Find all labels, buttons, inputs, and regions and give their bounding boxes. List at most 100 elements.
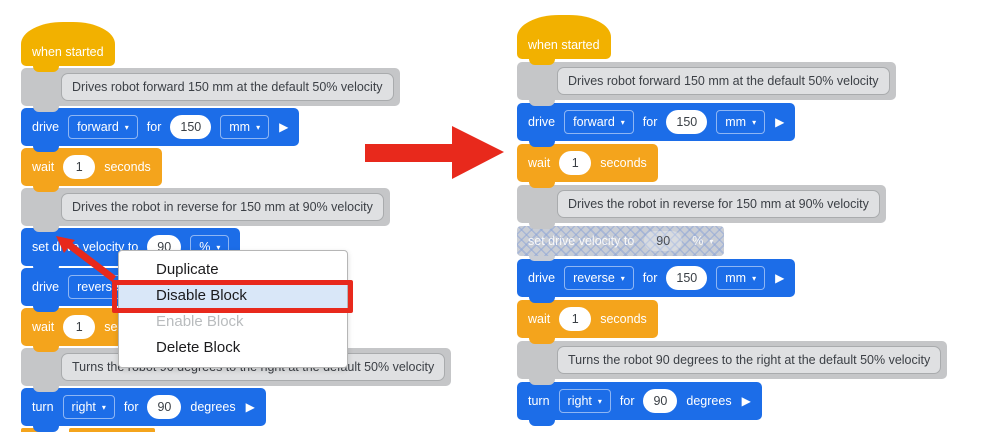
distance-input[interactable]: 150 [666, 110, 708, 134]
direction-dropdown[interactable]: reverse ▾ [564, 266, 634, 290]
block-label: for [619, 394, 635, 408]
menu-item-disable-block[interactable]: Disable Block [119, 283, 347, 309]
menu-item-enable-block: Enable Block [156, 313, 244, 330]
block-connector-tab [33, 106, 59, 112]
wait-block-1[interactable]: wait 1 seconds [21, 148, 162, 192]
block-label: drive [32, 280, 60, 294]
block-label: when started [528, 38, 600, 52]
block-label: degrees [686, 394, 732, 408]
comment-text: Drives the robot in reverse for 150 mm a… [568, 197, 869, 211]
block-connector-tab [529, 141, 555, 147]
when-started-block[interactable]: when started [21, 22, 115, 72]
comment-text: Turns the robot 90 degrees to the right … [568, 353, 931, 367]
block-label: wait [32, 320, 55, 334]
comment-text-box: Drives the robot in reverse for 150 mm a… [61, 193, 384, 221]
partial-block-edge [21, 428, 43, 432]
play-arrow-icon[interactable]: ▶ [775, 271, 785, 285]
script-before: when started Drives robot forward 150 mm… [21, 22, 452, 432]
drive-forward-block[interactable]: drive forward ▾ for 150 mm ▾ ▶ [517, 103, 796, 147]
duration-input[interactable]: 1 [63, 155, 96, 179]
menu-item-duplicate[interactable]: Duplicate [156, 261, 219, 278]
unit-dropdown-disabled: % ▾ [692, 234, 713, 248]
dropdown-arrow-icon: ▾ [620, 274, 625, 283]
angle-input[interactable]: 90 [147, 395, 182, 419]
block-connector-tab [33, 306, 59, 312]
dropdown-value: right [71, 400, 96, 414]
block-label: drive [528, 115, 556, 129]
when-started-block[interactable]: when started [517, 15, 611, 65]
block-label: wait [528, 156, 551, 170]
block-label: wait [528, 312, 551, 326]
block-label: seconds [104, 160, 151, 174]
block-connector-tab [33, 146, 59, 152]
direction-dropdown[interactable]: right ▾ [558, 389, 611, 413]
context-menu: Duplicate Disable Block Enable Block Del… [112, 250, 353, 368]
dropdown-value: % [692, 234, 704, 248]
block-connector-tab [33, 346, 59, 352]
set-drive-velocity-block-disabled[interactable]: set drive velocity to 90 % ▾ [517, 226, 724, 261]
block-connector-tab [33, 226, 59, 232]
distance-input[interactable]: 150 [666, 266, 708, 290]
block-connector-tab [529, 338, 555, 344]
partial-next-block[interactable] [21, 428, 155, 432]
drive-forward-block[interactable]: drive forward ▾ for 150 mm ▾ ▶ [21, 108, 300, 152]
script-after: when started Drives robot forward 150 mm… [517, 15, 948, 426]
duration-input[interactable]: 1 [559, 307, 592, 331]
block-label: set drive velocity to [528, 234, 635, 248]
unit-dropdown[interactable]: mm ▾ [716, 266, 766, 290]
direction-dropdown[interactable]: forward ▾ [68, 115, 138, 139]
block-connector-tab [33, 266, 59, 272]
play-arrow-icon[interactable]: ▶ [775, 115, 785, 129]
dropdown-arrow-icon: ▾ [752, 118, 757, 127]
block-label: for [642, 115, 658, 129]
unit-dropdown[interactable]: mm ▾ [716, 110, 766, 134]
dropdown-arrow-icon: ▾ [256, 123, 261, 132]
comment-text: Drives the robot in reverse for 150 mm a… [72, 200, 373, 214]
wait-block-1[interactable]: wait 1 seconds [517, 144, 658, 188]
comment-text-box: Drives robot forward 150 mm at the defau… [557, 67, 890, 95]
comment-text: Drives robot forward 150 mm at the defau… [72, 80, 383, 94]
duration-input[interactable]: 1 [559, 151, 592, 175]
block-connector-tab [33, 66, 59, 72]
block-label: for [642, 271, 658, 285]
turn-right-block[interactable]: turn right ▾ for 90 degrees ▶ [517, 382, 762, 426]
comment-block-forward[interactable]: Drives robot forward 150 mm at the defau… [21, 68, 400, 112]
block-connector-tab [33, 186, 59, 192]
menu-item-delete-block[interactable]: Delete Block [156, 339, 241, 356]
comment-text-box: Drives robot forward 150 mm at the defau… [61, 73, 394, 101]
drive-reverse-block[interactable]: drive reverse ▾ for 150 mm ▾ ▶ [517, 259, 796, 303]
block-label: seconds [600, 156, 647, 170]
direction-dropdown[interactable]: forward ▾ [564, 110, 634, 134]
turn-right-block[interactable]: turn right ▾ for 90 degrees ▶ [21, 388, 266, 432]
dropdown-arrow-icon: ▾ [216, 243, 221, 252]
dropdown-arrow-icon: ▾ [752, 274, 757, 283]
comment-block-turn[interactable]: Turns the robot 90 degrees to the right … [517, 341, 948, 385]
block-label: for [123, 400, 139, 414]
play-arrow-icon[interactable]: ▶ [279, 120, 289, 134]
wait-block-2[interactable]: wait 1 seconds [517, 300, 658, 344]
play-arrow-icon[interactable]: ▶ [245, 400, 255, 414]
angle-input[interactable]: 90 [643, 389, 678, 413]
play-arrow-icon[interactable]: ▶ [741, 394, 751, 408]
distance-input[interactable]: 150 [170, 115, 212, 139]
block-label: turn [528, 394, 550, 408]
dropdown-value: right [567, 394, 592, 408]
unit-dropdown[interactable]: mm ▾ [220, 115, 270, 139]
block-label: when started [32, 45, 104, 59]
comment-block-reverse[interactable]: Drives the robot in reverse for 150 mm a… [21, 188, 390, 232]
comment-block-forward[interactable]: Drives robot forward 150 mm at the defau… [517, 62, 896, 106]
duration-input[interactable]: 1 [63, 315, 96, 339]
dropdown-value: mm [229, 120, 251, 134]
block-connector-tab [529, 297, 555, 303]
dropdown-value: reverse [573, 271, 615, 285]
comment-text-box: Drives the robot in reverse for 150 mm a… [557, 190, 880, 218]
dropdown-value: reverse [77, 280, 119, 294]
direction-dropdown[interactable]: right ▾ [62, 395, 115, 419]
block-label: seconds [600, 312, 647, 326]
block-label: turn [32, 400, 54, 414]
block-connector-tab [529, 379, 555, 385]
comment-text: Drives robot forward 150 mm at the defau… [568, 74, 879, 88]
comment-block-reverse[interactable]: Drives the robot in reverse for 150 mm a… [517, 185, 886, 229]
dropdown-arrow-icon: ▾ [101, 403, 106, 412]
block-label: degrees [190, 400, 236, 414]
